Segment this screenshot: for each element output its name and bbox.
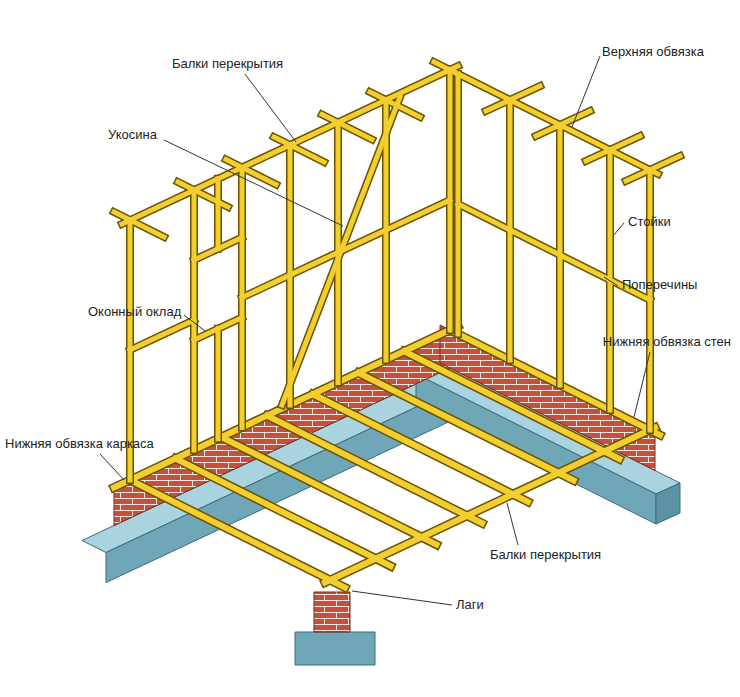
part-label: Балки перекрытия [490, 547, 601, 563]
part-label: Лаги [456, 597, 484, 613]
part-label: Укосина [108, 127, 157, 143]
part-label: Поперечины [622, 277, 697, 293]
part-label: Нижняя обвязка стен [603, 334, 731, 350]
part-label: Нижняя обвязка каркаса [5, 436, 154, 452]
part-label: Балки перекрытия [172, 56, 283, 72]
part-label: Оконный оклад [88, 304, 181, 320]
part-label: Верхняя обвязка [602, 44, 704, 60]
part-label: Стойки [628, 214, 671, 230]
